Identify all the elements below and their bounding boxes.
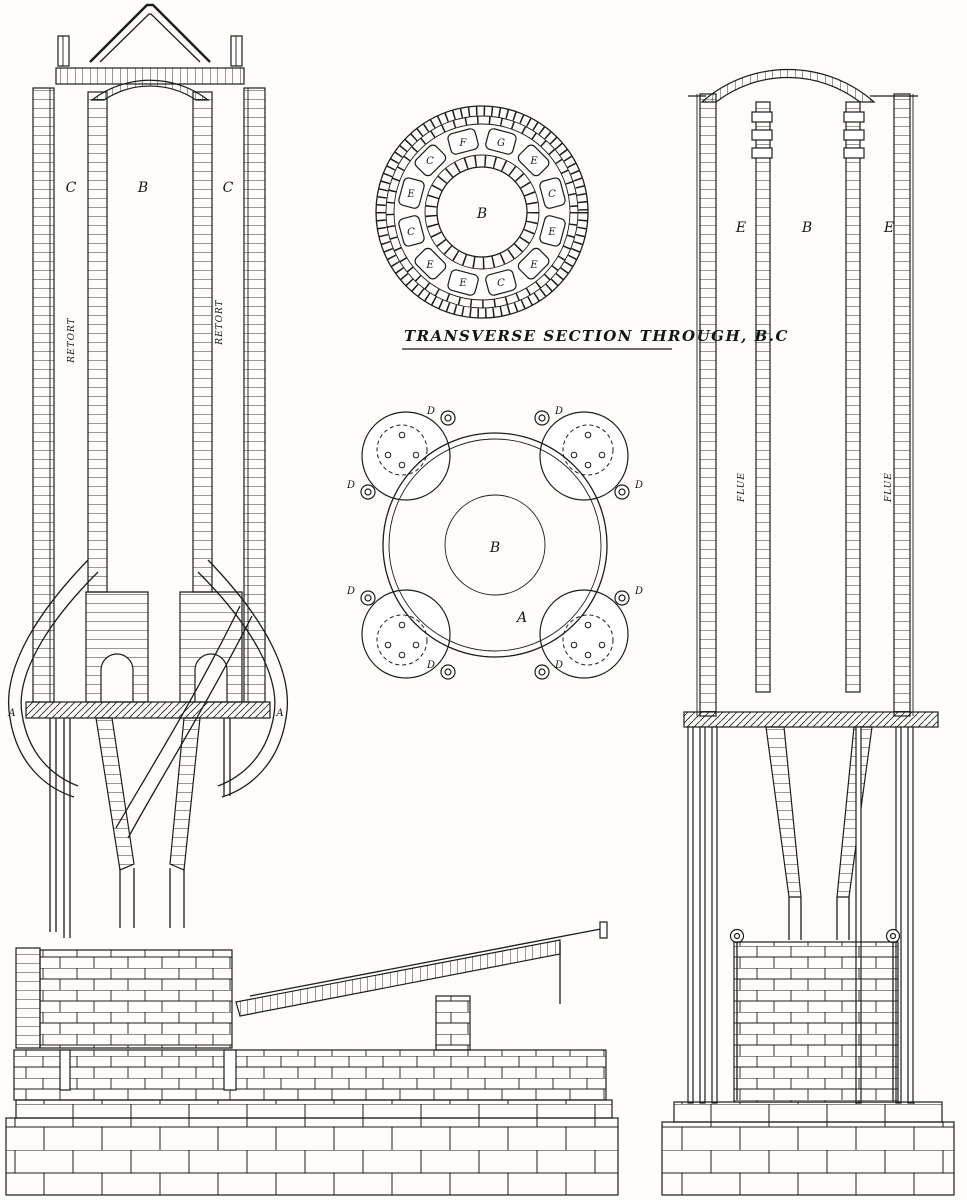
inner-circle xyxy=(444,494,546,596)
plan-center-label: B xyxy=(489,540,500,556)
base-slab-left xyxy=(15,1099,613,1119)
flue-segments: E C F G E C E E C E E C xyxy=(398,128,566,296)
outer-wall-left xyxy=(699,93,717,717)
support-floor-band xyxy=(683,711,939,728)
descent-pipes xyxy=(49,718,231,938)
right-retort-section: E B E FLUE FLUE xyxy=(661,68,955,1196)
left-retort-section: C B C RETORT RETORT A A xyxy=(5,3,619,1196)
segment-label: E xyxy=(547,227,556,238)
retort-label-right: RETORT xyxy=(215,299,225,345)
floor-label-a-right: A xyxy=(275,708,283,719)
wall-slot-right xyxy=(223,1049,237,1091)
damper-bricks xyxy=(751,111,865,159)
corner-lobe xyxy=(361,411,451,501)
charging-floor-band xyxy=(25,701,271,719)
arch-opening-left xyxy=(85,591,149,703)
plan-view: B A D D D D D D D D xyxy=(346,406,643,680)
funnel-mouth xyxy=(119,868,185,928)
inner-wall-right xyxy=(845,101,861,693)
outer-wall-right xyxy=(243,87,266,703)
label-flue-e-right: E xyxy=(883,220,894,236)
segment-label: E xyxy=(458,278,467,289)
retort-wall-left xyxy=(87,91,108,593)
top-arch xyxy=(700,68,876,103)
floor-label-a-left: A xyxy=(7,708,15,719)
segment-label: G xyxy=(497,138,505,149)
bolt-label: D xyxy=(426,406,435,417)
segment-label: E xyxy=(529,156,538,167)
outer-wall-left xyxy=(32,87,55,703)
caption-transverse-section: TRANSVERSE SECTION THROUGH, B.C xyxy=(404,327,789,345)
funnel-mouth xyxy=(788,897,850,940)
gable-finial xyxy=(57,3,243,67)
segment-label: C xyxy=(407,227,415,238)
left-brick-block xyxy=(39,949,233,1049)
segment-label: F xyxy=(459,138,468,149)
retort-label-left: RETORT xyxy=(67,317,77,363)
corner-rivet-circles xyxy=(376,424,614,666)
ramp-end-bracket xyxy=(599,921,608,939)
plan-body-label: A xyxy=(515,610,527,626)
bolt-label: D xyxy=(634,586,643,597)
segment-label: E xyxy=(529,260,538,271)
label-flue-c-left: C xyxy=(66,180,77,196)
segment-label: C xyxy=(548,189,556,200)
funnel-wall-right xyxy=(169,717,201,871)
segment-label: C xyxy=(426,156,434,167)
left-tower xyxy=(15,947,41,1049)
segment-label: E xyxy=(406,189,415,200)
label-chamber-b: B xyxy=(137,180,148,196)
foundation-right xyxy=(661,1121,955,1196)
brick-pillar xyxy=(435,995,471,1051)
offtake-pipes xyxy=(8,559,288,839)
transverse-section-view: E C F G E C E E C E E C B TRANSVERSE SEC… xyxy=(375,105,789,350)
segment-label: E xyxy=(425,260,434,271)
bolt-label: D xyxy=(426,660,435,671)
wall-slot-left xyxy=(59,1049,71,1091)
flue-label-left: FLUE xyxy=(737,472,747,503)
bolt-label: D xyxy=(554,660,563,671)
segment-label: C xyxy=(497,278,505,289)
arch-opening-right xyxy=(179,591,243,703)
inner-wall-left xyxy=(755,101,771,693)
bolt-label: D xyxy=(346,480,355,491)
base-slab-right xyxy=(673,1101,943,1123)
outer-wall-right xyxy=(893,93,911,717)
funnel-wall-right xyxy=(836,726,873,898)
corner-lobe xyxy=(361,589,451,679)
transverse-center-label: B xyxy=(476,206,487,222)
retort-wall-right xyxy=(192,91,213,593)
corner-lobe xyxy=(539,411,629,501)
funnel-wall-left xyxy=(95,717,135,871)
producer-brick-block xyxy=(733,941,899,1103)
long-brick-wall xyxy=(13,1049,607,1101)
right-post xyxy=(230,35,243,67)
bolt-label: D xyxy=(554,406,563,417)
label-chamber-b: B xyxy=(801,220,812,236)
bolt-label: D xyxy=(634,480,643,491)
funnel-wall-left xyxy=(765,726,802,898)
flue-label-right: FLUE xyxy=(884,472,894,503)
shell-outline xyxy=(382,432,608,658)
flange-bolts: D D D D D D D D xyxy=(346,406,643,680)
label-flue-e-left: E xyxy=(735,220,746,236)
discharge-ramp xyxy=(235,939,561,1017)
corner-lobe xyxy=(539,589,629,679)
bolt-label: D xyxy=(346,586,355,597)
foundation-left xyxy=(5,1117,619,1196)
label-flue-c-right: C xyxy=(223,180,234,196)
left-post xyxy=(57,35,70,67)
